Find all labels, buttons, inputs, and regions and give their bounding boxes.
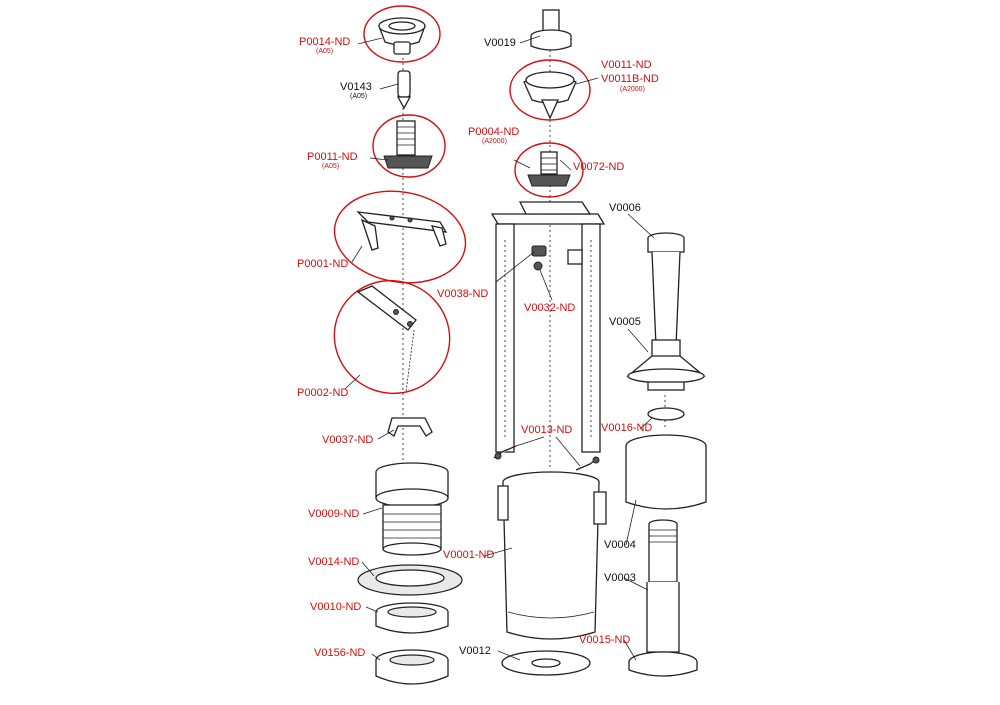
part-v0010-nut[interactable] <box>375 602 449 634</box>
part-v0014-washer[interactable] <box>357 564 463 596</box>
part-v0143-pin[interactable] <box>396 70 412 110</box>
part-v0032-screw[interactable] <box>533 261 543 271</box>
label-p0014: P0014-ND <box>299 36 351 48</box>
part-v0072-frame[interactable] <box>490 201 606 453</box>
label-p0011: P0011-ND <box>307 151 358 163</box>
label-v0014: V0014-ND <box>308 556 360 568</box>
label-v0156: V0156-ND <box>314 647 366 659</box>
part-v0006-tube[interactable] <box>647 232 685 347</box>
label-v0011-sub: (A2000) <box>620 86 645 93</box>
leader-lines <box>344 35 655 661</box>
part-p0002-chain[interactable] <box>316 262 468 413</box>
label-v0032: V0032-ND <box>524 302 576 314</box>
part-v0005-funnel[interactable] <box>626 339 706 391</box>
label-v0011: V0011-ND <box>601 59 652 71</box>
part-v0011-cup[interactable] <box>509 59 591 121</box>
part-v0019-plunger[interactable] <box>530 9 572 51</box>
part-v0156-nut[interactable] <box>375 649 449 685</box>
label-p0004: P0004-ND <box>468 126 520 138</box>
label-v0016: V0016-ND <box>601 422 653 434</box>
label-v0009: V0009-ND <box>308 508 360 520</box>
assembly-axes <box>402 50 666 470</box>
label-v0019: V0019 <box>484 37 516 49</box>
part-p0014-cap[interactable] <box>363 5 441 63</box>
part-v0001-cylinder[interactable] <box>497 471 607 640</box>
label-v0037: V0037-ND <box>322 434 374 446</box>
label-v0143-sub: (A05) <box>350 93 368 100</box>
part-v0009-valve-body[interactable] <box>375 462 449 556</box>
part-p0011-threaded-block[interactable] <box>372 114 446 178</box>
label-v0011b: V0011B-ND <box>601 73 659 85</box>
part-v0013-screws[interactable] <box>493 445 600 471</box>
label-p0001: P0001-ND <box>297 258 349 270</box>
part-p0004-threaded-block[interactable] <box>514 142 584 198</box>
part-v0015-base[interactable] <box>628 651 698 677</box>
label-p0004-sub: (A2000) <box>482 138 507 145</box>
label-v0013: V0013-ND <box>521 424 573 436</box>
label-v0015: V0015-ND <box>579 634 631 646</box>
label-v0012: V0012 <box>459 645 491 657</box>
label-v0143: V0143 <box>340 81 372 93</box>
label-v0001: V0001-ND <box>443 549 495 561</box>
label-v0038: V0038-ND <box>437 288 489 300</box>
part-v0037-clip[interactable] <box>387 417 433 437</box>
part-v0003-pipe[interactable] <box>646 519 680 653</box>
part-v0004-float[interactable] <box>625 434 707 510</box>
label-p0014-sub: (A05) <box>316 48 334 55</box>
label-v0004: V0004 <box>604 539 636 551</box>
frame-rack-teeth <box>504 240 592 440</box>
label-v0006: V0006 <box>609 202 641 214</box>
label-p0002: P0002-ND <box>297 387 349 399</box>
part-v0038-spring[interactable] <box>531 245 547 257</box>
label-p0011-sub: (A05) <box>322 163 340 170</box>
label-v0072: V0072-ND <box>573 161 625 173</box>
label-v0005: V0005 <box>609 316 641 328</box>
label-v0010: V0010-ND <box>310 601 362 613</box>
label-v0003: V0003 <box>604 572 636 584</box>
part-v0016-oring[interactable] <box>647 407 685 421</box>
part-v0012-plate[interactable] <box>501 650 591 676</box>
part-p0001-lever[interactable] <box>327 181 473 293</box>
